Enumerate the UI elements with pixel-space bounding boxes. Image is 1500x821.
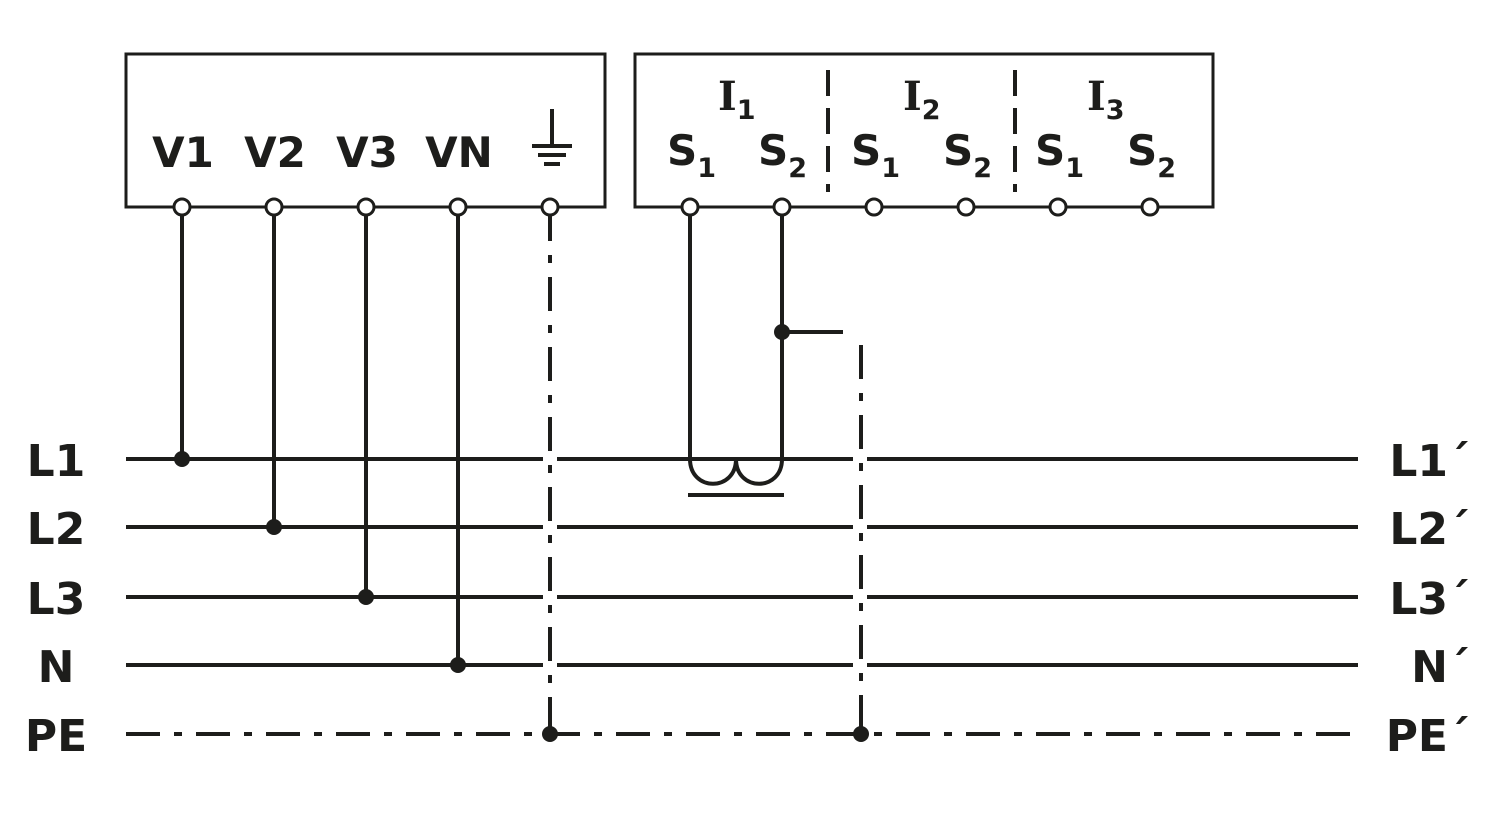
line-label-pe: PE — [25, 711, 87, 762]
voltage-module: V1 V2 V3 VN — [124, 52, 607, 209]
line-label-n-out: N´ — [1411, 642, 1470, 693]
terminal-label-v1: V1 — [152, 128, 214, 177]
line-label-l3-out: L3´ — [1389, 574, 1470, 625]
terminal-label-i1-s1: S1 — [667, 126, 716, 184]
terminal-label-i3-s2: S2 — [1127, 126, 1176, 184]
junction-dot — [450, 657, 466, 673]
terminal-v2 — [264, 197, 284, 217]
line-label-l2: L2 — [27, 504, 86, 555]
voltage-taps — [180, 207, 552, 734]
current-module: I1 S1 S2 I2 S1 S2 I3 S1 S2 — [633, 52, 1215, 209]
terminal-label-v3: V3 — [336, 128, 398, 177]
terminal-label-vn: VN — [425, 128, 493, 177]
ct-coil — [688, 458, 784, 486]
terminal-i3-s2 — [1140, 197, 1160, 217]
junction-dot — [266, 519, 282, 535]
line-label-l3: L3 — [27, 574, 86, 625]
earth-ground-icon — [532, 109, 572, 166]
line-label-pe-out: PE´ — [1386, 711, 1470, 762]
terminal-i1-s2 — [772, 197, 792, 217]
terminal-v3 — [356, 197, 376, 217]
junction-dot — [174, 451, 190, 467]
current-module-box — [633, 52, 1215, 209]
line-labels-right: L1´ L2´ L3´ N´ PE´ — [1386, 436, 1470, 762]
terminal-i3-s1 — [1048, 197, 1068, 217]
terminal-i2-s2 — [956, 197, 976, 217]
terminal-earth — [540, 197, 560, 217]
voltage-module-box — [124, 52, 607, 209]
line-label-l1-out: L1´ — [1389, 436, 1470, 487]
terminal-i2-s1 — [864, 197, 884, 217]
terminal-label-i1-s2: S2 — [758, 126, 807, 184]
line-labels-left: L1 L2 L3 N PE — [25, 436, 87, 762]
channel-label-i1: I1 — [718, 73, 756, 126]
line-label-l1: L1 — [27, 436, 86, 487]
conductors — [126, 457, 1358, 736]
junction-dot — [774, 324, 790, 340]
channel-label-i2: I2 — [903, 73, 941, 126]
terminal-vn — [448, 197, 468, 217]
line-label-n: N — [38, 642, 75, 693]
terminal-label-i2-s1: S1 — [851, 126, 900, 184]
junction-dot — [542, 726, 558, 742]
line-label-l2-out: L2´ — [1389, 504, 1470, 555]
terminal-label-i2-s2: S2 — [943, 126, 992, 184]
channel-label-i3: I3 — [1087, 73, 1125, 126]
current-transformer — [688, 207, 863, 734]
terminal-label-i3-s1: S1 — [1035, 126, 1084, 184]
terminal-v1 — [172, 197, 192, 217]
junction-dot — [853, 726, 869, 742]
terminals — [172, 197, 1160, 217]
terminal-i1-s1 — [680, 197, 700, 217]
junctions — [174, 324, 869, 742]
junction-dot — [358, 589, 374, 605]
terminal-label-v2: V2 — [244, 128, 306, 177]
